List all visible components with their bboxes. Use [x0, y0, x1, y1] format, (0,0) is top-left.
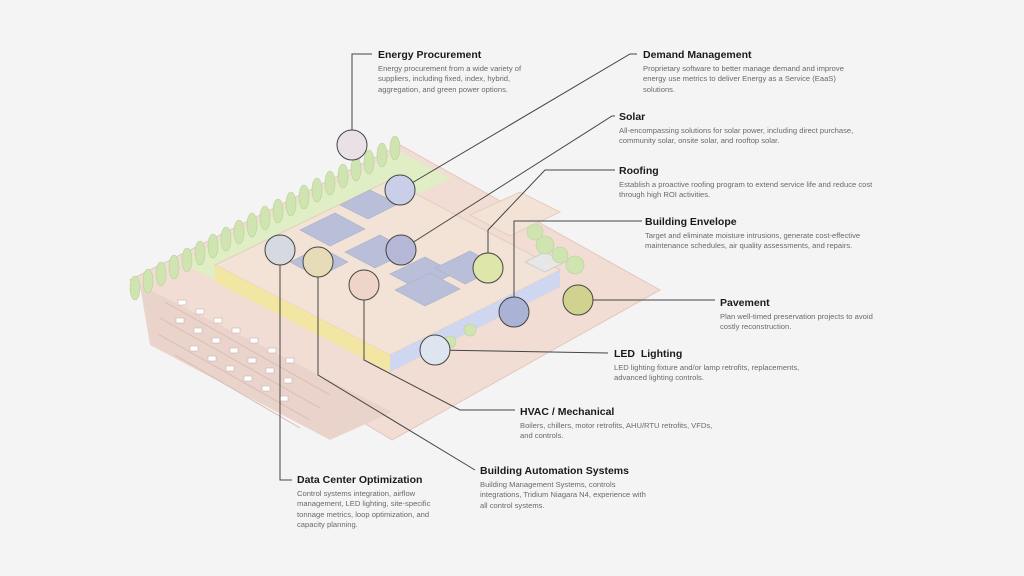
parking-rows	[157, 301, 331, 429]
trees-back-left	[129, 135, 401, 301]
callout-description: Target and eliminate moisture intrusions…	[645, 231, 861, 251]
callout-description: Establish a proactive roofing program to…	[619, 180, 873, 200]
callout-demand-management: Demand Management Proprietary software t…	[643, 49, 848, 95]
callout-led-lighting: LED Lighting LED lighting fixture and/or…	[614, 348, 829, 384]
callout-title: Building Automation Systems	[480, 465, 629, 477]
callout-roofing: Roofing Establish a proactive roofing pr…	[619, 165, 887, 201]
callout-hvac: HVAC / Mechanical Boilers, chillers, mot…	[520, 406, 715, 442]
trees-right	[443, 223, 585, 349]
marker-energy-procurement	[336, 129, 368, 161]
callout-description: Boilers, chillers, motor retrofits, AHU/…	[520, 421, 713, 441]
callout-description: Energy procurement from a wide variety o…	[378, 64, 522, 94]
callout-title: HVAC / Mechanical	[520, 406, 615, 418]
callout-title: Solar	[619, 111, 646, 123]
callout-description: Proprietary software to better manage de…	[643, 64, 844, 94]
marker-building-envelope	[498, 296, 530, 328]
marker-demand-management	[384, 174, 416, 206]
callout-building-envelope: Building Envelope Target and eliminate m…	[645, 216, 900, 252]
marker-roofing	[472, 252, 504, 284]
callout-title: Data Center Optimization	[297, 474, 423, 486]
callout-markers	[264, 129, 594, 366]
marker-data-center	[264, 234, 296, 266]
callout-description: All-encompassing solutions for solar pow…	[619, 126, 854, 146]
callout-title: Roofing	[619, 165, 659, 177]
leader-lines	[279, 53, 715, 481]
marker-pavement	[562, 284, 594, 316]
callout-energy-procurement: Energy Procurement Energy procurement fr…	[378, 49, 553, 95]
marker-solar	[385, 234, 417, 266]
callout-description: Building Management Systems, controls in…	[480, 480, 646, 510]
callout-description: Plan well-timed preservation projects to…	[720, 312, 873, 332]
marker-led-lighting	[419, 334, 451, 366]
callout-description: Control systems integration, airflow man…	[297, 489, 431, 530]
callout-title: Pavement	[720, 297, 770, 309]
callout-data-center: Data Center Optimization Control systems…	[297, 474, 442, 531]
callout-description: LED lighting fixture and/or lamp retrofi…	[614, 363, 800, 383]
callout-pavement: Pavement Plan well-timed preservation pr…	[720, 297, 880, 333]
building-front-left	[215, 265, 390, 372]
callout-title: Demand Management	[643, 49, 752, 61]
marker-bas	[302, 246, 334, 278]
callout-title: Energy Procurement	[378, 49, 482, 61]
callout-title: Building Envelope	[645, 216, 737, 228]
callout-title: LED Lighting	[614, 348, 683, 360]
callout-bas: Building Automation Systems Building Man…	[480, 465, 655, 511]
parked-cars	[175, 299, 295, 402]
marker-hvac	[348, 269, 380, 301]
callout-solar: Solar All-encompassing solutions for sol…	[619, 111, 859, 147]
